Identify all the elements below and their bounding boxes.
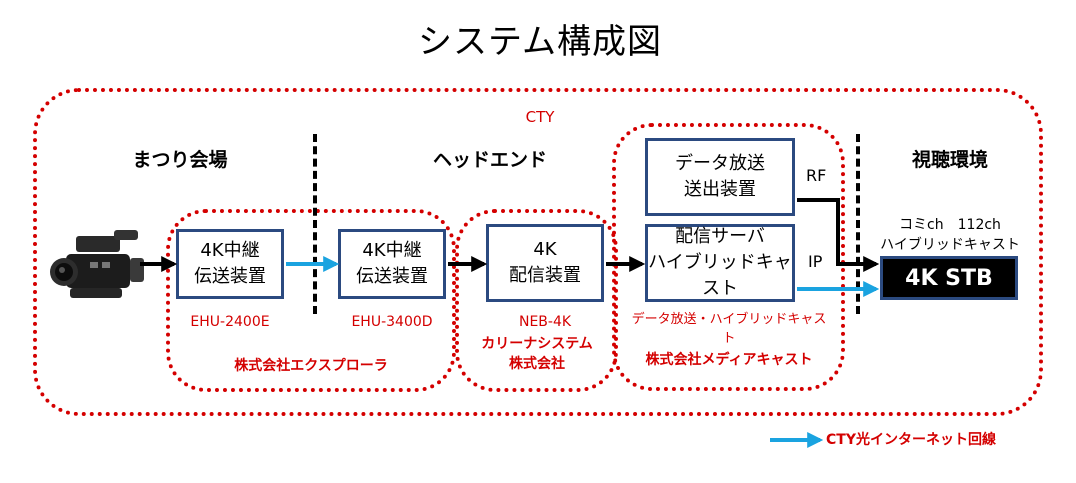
data-tx-line1: データ放送 [675, 153, 765, 174]
channel-line2: ハイブリッドキャスト [880, 237, 1020, 253]
karina-region [455, 209, 618, 392]
section-venue: まつり会場 [132, 149, 228, 171]
model-relay1: EHU-2400E [190, 314, 270, 330]
company-karina-line2: 株式会社 [509, 356, 565, 372]
section-headend: ヘッドエンド [432, 149, 547, 171]
explorer-region [166, 209, 456, 392]
distribution-4k-box: 4K 配信装置 [486, 224, 604, 302]
legend-label: CTY光インターネット回線 [826, 432, 996, 448]
camera-icon [50, 230, 144, 298]
page-title: システム構成図 [418, 22, 662, 62]
relay2-line1: 4K中継 [362, 240, 422, 261]
model-relay2: EHU-3400D [351, 314, 433, 330]
arrow-rf-stb [797, 198, 880, 272]
channel-line1: コミch 112ch [899, 217, 1001, 233]
relay1-line2: 伝送装置 [194, 266, 266, 287]
relay-transmitter-2-box: 4K中継 伝送装置 [338, 229, 446, 299]
rf-label: RF [806, 166, 827, 185]
company-karina-line1: カリーナシステム [481, 336, 593, 352]
relay2-line2: 伝送装置 [356, 266, 428, 287]
dist4k-line2: 配信装置 [509, 265, 581, 286]
relay-transmitter-1-box: 4K中継 伝送装置 [176, 229, 284, 299]
model-dist4k: NEB-4K [518, 314, 572, 330]
cty-region [33, 88, 1043, 416]
relay1-line1: 4K中継 [200, 240, 260, 261]
company-media: 株式会社メディアキャスト [645, 352, 813, 368]
dist4k-line1: 4K [533, 239, 557, 260]
media-region [612, 123, 845, 391]
divider-headend-viewing [856, 134, 860, 314]
data-broadcast-box: データ放送 送出装置 [645, 138, 795, 216]
stb-box: 4K STB [880, 256, 1018, 300]
model-server: データ放送・ハイブリッドキャスト [631, 312, 827, 346]
ip-label: IP [808, 252, 823, 271]
server-line1: 配信サーバ [675, 226, 765, 247]
data-tx-line2: 送出装置 [684, 179, 756, 200]
section-viewing: 視聴環境 [911, 149, 988, 171]
stb-label: 4K STB [905, 265, 993, 291]
divider-venue-headend [313, 134, 317, 314]
distribution-server-box: 配信サーバ ハイブリッドキャスト [645, 224, 795, 302]
company-explorer: 株式会社エクスプローラ [234, 358, 388, 374]
cty-label: CTY [525, 108, 555, 126]
server-line2: ハイブリッドキャスト [648, 252, 792, 299]
